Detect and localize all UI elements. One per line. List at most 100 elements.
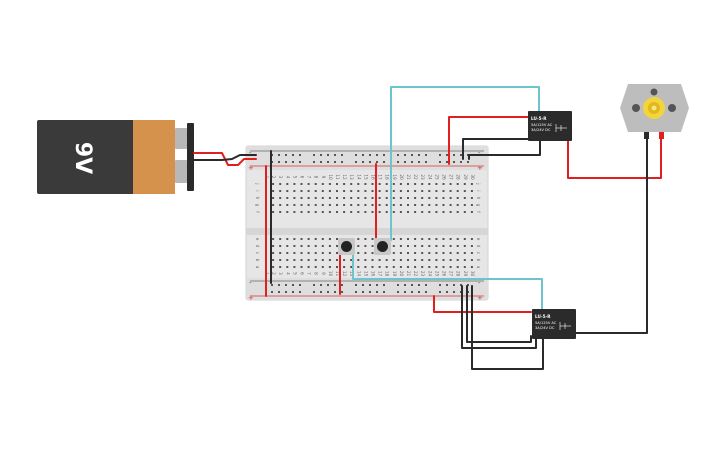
column-number-top: 30 [470,174,475,180]
terminal-hole [385,266,388,268]
terminal-hole [456,204,459,206]
wire-teal-top[interactable] [390,86,540,241]
dc-motor-icon[interactable] [620,84,689,139]
column-number-bottom: 9 [321,272,326,275]
terminal-hole [364,259,367,261]
pushbutton-2-cap [377,241,388,252]
terminal-hole [392,245,395,247]
rail-hole [299,291,301,293]
terminal-hole [314,211,317,213]
rail-hole [271,284,273,286]
wire-relay-bottom-black-1[interactable] [461,285,537,349]
terminal-hole [321,211,324,213]
column-number-top: 15 [363,174,368,180]
rail-hole [418,161,420,163]
rail-hole [355,284,357,286]
terminal-hole [421,238,424,240]
terminal-hole [314,204,317,206]
terminal-hole [350,266,353,268]
wire-teal-bottom[interactable] [352,253,543,310]
terminal-hole [286,183,289,185]
terminal-hole [307,211,310,213]
terminal-hole [392,238,395,240]
column-number-bottom: 18 [385,271,390,277]
wire-relay-top-black-2[interactable] [468,140,541,160]
terminal-hole [336,259,338,261]
rail-hole [460,161,462,163]
rail-hole [313,291,315,293]
terminal-hole [414,238,417,240]
terminal-hole [449,245,452,247]
terminal-hole [470,211,473,213]
rail-hole [355,291,357,293]
rail-hole [404,284,406,286]
rail-hole [418,154,420,156]
column-number-top: 2 [271,176,276,179]
terminal-hole [442,252,445,254]
terminal-hole [421,190,424,192]
rail-hole [285,284,287,286]
column-number-bottom: 26 [442,271,447,277]
column-number-bottom: 8 [314,272,319,275]
terminal-hole [286,238,289,240]
terminal-hole [321,238,324,240]
wire-relay-bottom-black-3[interactable] [471,285,544,370]
terminal-hole [428,245,431,247]
wire-relay-top-black-1[interactable] [462,138,529,160]
rail-hole [453,154,455,156]
terminal-hole [321,190,324,192]
rail-hole [299,284,301,286]
terminal-hole [293,204,296,206]
terminal-hole [378,211,381,213]
rail-plus-bottom-left: + [248,294,254,302]
terminal-hole [357,252,360,254]
terminal-hole [463,197,466,199]
terminal-hole [279,190,282,192]
terminal-hole [371,183,374,185]
terminal-hole [470,252,473,254]
terminal-hole [307,252,310,254]
terminal-hole [357,238,360,240]
battery-9v[interactable]: 9V [37,120,194,194]
rail-hole [453,284,455,286]
terminal-hole [414,252,417,254]
pushbutton-1[interactable] [338,238,355,255]
wire-relay-bottom-red[interactable] [433,295,532,313]
terminal-hole [371,266,374,268]
terminal-hole [392,266,395,268]
relay-top[interactable]: LU-5-R 5A/125V AC 3A/24V DC [528,111,572,141]
column-number-bottom: 20 [399,271,404,277]
terminal-hole [378,190,381,192]
terminal-hole [357,197,360,199]
rail-hole [411,291,413,293]
wire-relay-top-red[interactable] [448,116,529,165]
wire-motor-red[interactable] [567,138,662,179]
terminal-hole [279,204,282,206]
terminal-hole [435,259,438,261]
terminal-hole [336,266,338,268]
rail-hole [362,161,364,163]
wire-battery-black[interactable] [193,154,257,161]
terminal-hole [314,238,317,240]
motor-terminal-positive [659,132,664,139]
wire-motor-black[interactable] [575,138,648,334]
wire-battery-red[interactable] [193,152,257,166]
row-letter-right: h [476,197,481,200]
rail-hole [341,284,343,286]
column-number-top: 24 [427,174,432,180]
terminal-hole [350,183,353,185]
relay-bottom[interactable]: LU-5-R 5A/125V AC 3A/24V DC [532,309,576,339]
rail-hole [376,161,378,163]
column-number-top: 14 [356,174,361,180]
rail-hole [418,284,420,286]
terminal-hole [414,245,417,247]
terminal-hole [407,211,409,213]
rail-hole [355,154,357,156]
rail-hole [404,291,406,293]
wire-relay-bottom-black-2[interactable] [466,285,532,343]
pushbutton-2[interactable] [374,238,391,255]
relay-bottom-rating-1: 5A/125V AC [535,321,557,325]
terminal-hole [300,266,303,268]
terminal-hole [328,252,331,254]
